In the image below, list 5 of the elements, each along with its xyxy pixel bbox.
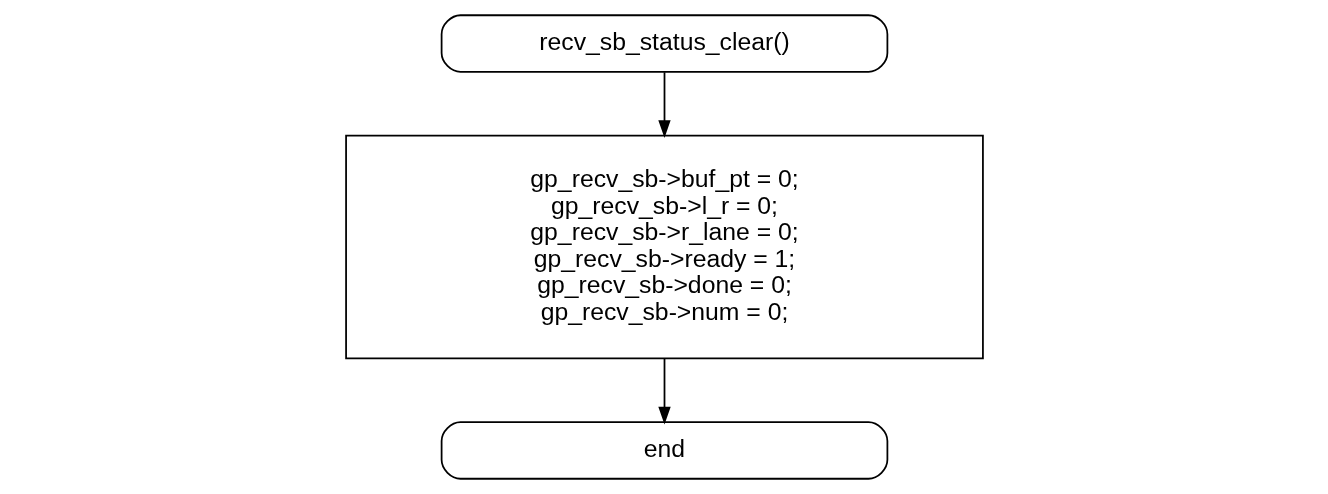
arrow [657, 71, 671, 138]
node-box: recv_sb_status_clear() [440, 14, 888, 73]
arrow [657, 357, 671, 425]
node-box: end [440, 421, 888, 480]
node-box: gp_recv_sb->buf_pt = 0; gp_recv_sb->l_r = 0; gp_recv_sb->r_lane = 0; gp_recv_sb->ready = 1; gp_recv_sb->done = 0; gp_recv_sb->num = 0; [344, 134, 984, 360]
